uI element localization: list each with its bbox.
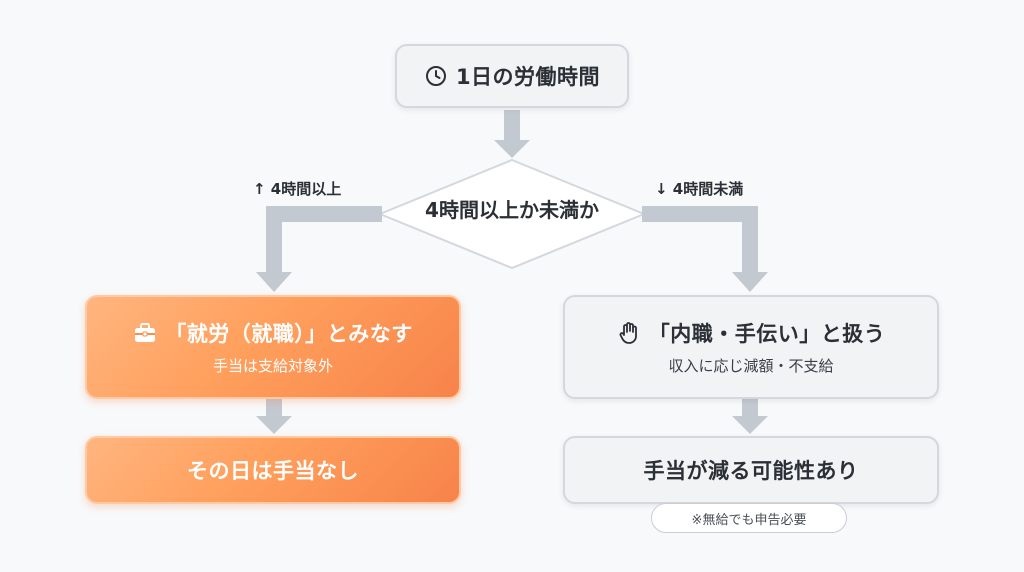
start-label: 1日の労働時間 xyxy=(455,65,601,89)
start-box: 1日の労働時間 xyxy=(395,44,629,108)
branch-label-right: ↓ 4時間未満 xyxy=(655,180,744,198)
left-outcome-box: その日は手当なし xyxy=(85,436,461,504)
left-result-box: 「就労（就職）」とみなす 手当は支給対象外 xyxy=(85,295,461,399)
right-result-title: 「内職・手伝い」と扱う xyxy=(648,322,886,346)
branch-label-left: ↑ 4時間以上 xyxy=(253,180,342,198)
briefcase-icon xyxy=(133,321,157,345)
arrow-right-step xyxy=(732,399,768,434)
right-outcome-box: 手当が減る可能性あり xyxy=(563,436,939,504)
report-note-badge: ※無給でも申告必要 xyxy=(651,503,847,533)
right-result-box: 「内職・手伝い」と扱う 収入に応じ減額・不支給 xyxy=(563,295,939,399)
decision-diamond xyxy=(377,158,647,270)
left-outcome-title: その日は手当なし xyxy=(187,459,359,483)
right-outcome-title: 手当が減る可能性あり xyxy=(643,459,859,483)
clock-icon xyxy=(424,64,448,88)
decision-label: 4時間以上か未満か xyxy=(425,198,599,222)
arrow-left-step xyxy=(256,399,292,434)
arrow-decision-to-left xyxy=(256,206,382,292)
arrow-decision-to-right xyxy=(642,206,768,292)
hand-icon xyxy=(617,321,641,345)
left-result-title: 「就労（就職）」とみなす xyxy=(165,322,413,346)
arrow-start-to-decision xyxy=(494,110,530,158)
left-result-subtitle: 手当は支給対象外 xyxy=(212,357,333,375)
right-result-subtitle: 収入に応じ減額・不支給 xyxy=(668,357,834,375)
